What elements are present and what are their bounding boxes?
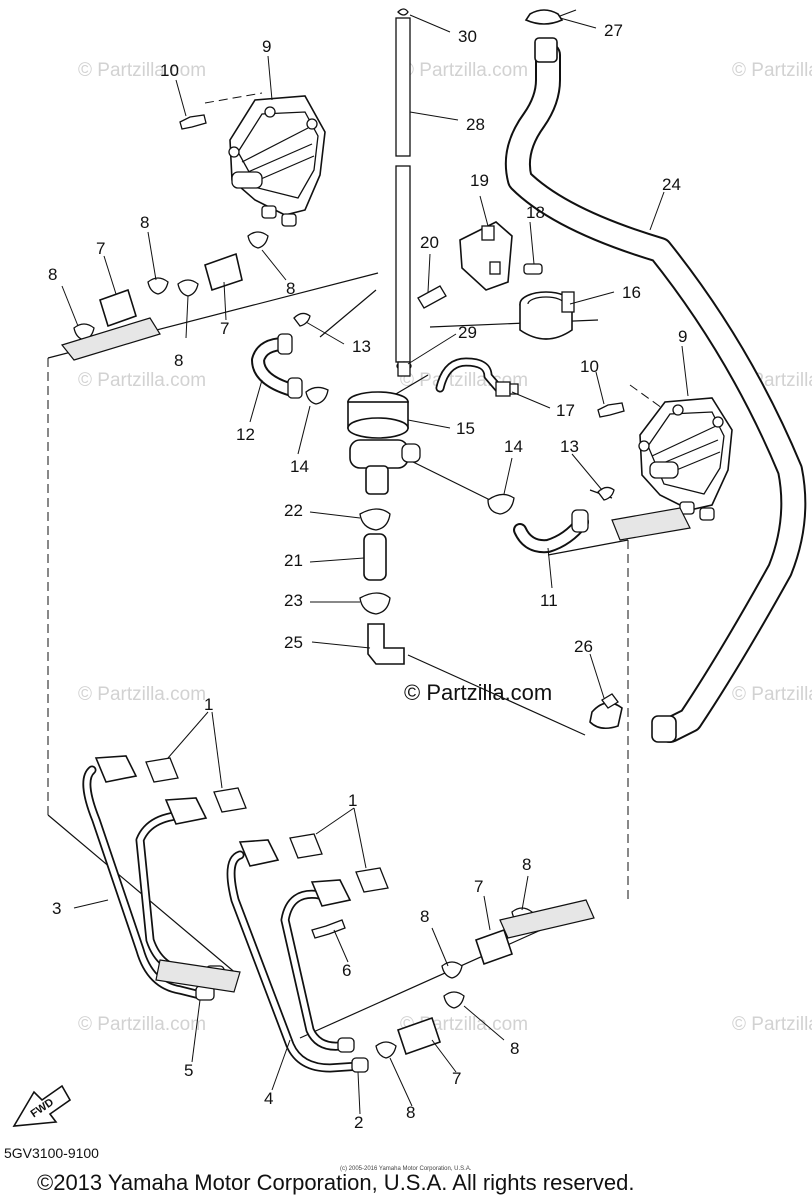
part-17-fitting (435, 357, 519, 397)
callout-8-f: 8 (420, 907, 429, 926)
callout-3: 3 (52, 899, 61, 918)
callout-1-a: 1 (204, 695, 213, 714)
watermarks: © Partzilla.com © Partzilla.com © Partzi… (78, 60, 812, 1035)
callout-8-e: 8 (522, 855, 531, 874)
callout-7-b: 7 (220, 319, 229, 338)
watermark-text: © Partzilla.com (732, 684, 812, 705)
part-11-hose (487, 486, 615, 554)
part-19-bracket (417, 221, 575, 340)
callout-13-a: 13 (352, 337, 371, 356)
callout-7-d: 7 (452, 1069, 461, 1088)
callout-numbers: 30 27 9 10 28 24 19 18 20 8 7 8 16 8 7 2… (48, 21, 687, 1132)
callout-9-top: 9 (262, 37, 271, 56)
parts-21-25-stack (359, 508, 405, 665)
assembly-guide-lines (47, 92, 663, 1039)
part-3-fuel-tube (82, 755, 241, 1001)
center-watermark: © Partzilla.com (404, 680, 552, 705)
part-4-fuel-tube (226, 839, 369, 1073)
watermark-text: © Partzilla.com (78, 684, 206, 705)
watermark-text: © Partzilla.com (78, 1014, 206, 1035)
fwd-arrow-icon: FWD (12, 1084, 72, 1127)
callout-29: 29 (458, 323, 477, 342)
callout-2: 2 (354, 1113, 363, 1132)
callout-8-b: 8 (48, 265, 57, 284)
callout-22: 22 (284, 501, 303, 520)
watermark-text: © Partzilla.com (400, 60, 528, 81)
callout-20: 20 (420, 233, 439, 252)
part-12-hose (251, 312, 329, 405)
part-15-regulator (347, 391, 421, 495)
callout-18: 18 (526, 203, 545, 222)
watermark-text: © Partzilla.com (732, 60, 812, 81)
leader-lines (61, 14, 689, 1115)
callout-11: 11 (540, 591, 558, 610)
callout-17: 17 (556, 401, 575, 420)
parts-7-8-lower-hoses (375, 899, 595, 1059)
callout-25: 25 (284, 633, 303, 652)
callout-19: 19 (470, 171, 489, 190)
part-28-long-tube (395, 8, 412, 377)
tiny-credit: (c) 2005-2016 Yamaha Motor Corporation, … (340, 1166, 472, 1172)
callout-30: 30 (458, 27, 477, 46)
callout-13-b: 13 (560, 437, 579, 456)
callout-8-g: 8 (510, 1039, 519, 1058)
callout-26: 26 (574, 637, 593, 656)
callout-9-right: 9 (678, 327, 687, 346)
copyright-text: ©2013 Yamaha Motor Corporation, U.S.A. A… (37, 1170, 634, 1195)
callout-28: 28 (466, 115, 485, 134)
callout-4: 4 (264, 1089, 273, 1108)
callout-8-c: 8 (286, 279, 295, 298)
callout-12: 12 (236, 425, 255, 444)
callout-1-b: 1 (348, 791, 357, 810)
diagram-code: 5GV3100-9100 (4, 1145, 99, 1161)
callout-14-b: 14 (504, 437, 523, 456)
callout-24: 24 (662, 175, 681, 194)
callout-27: 27 (604, 21, 623, 40)
callout-21: 21 (284, 551, 303, 570)
callout-14-a: 14 (290, 457, 309, 476)
callout-8-a: 8 (140, 213, 149, 232)
callout-8-h: 8 (406, 1103, 415, 1122)
part-24-return-hose (504, 9, 807, 743)
callout-16: 16 (622, 283, 641, 302)
callout-7-a: 7 (96, 239, 105, 258)
part-6-bolt (311, 919, 346, 939)
callout-10-right: 10 (580, 357, 599, 376)
callout-15: 15 (456, 419, 475, 438)
parts-7-8-upper-hoses (60, 231, 269, 361)
callout-23: 23 (284, 591, 303, 610)
part-26-clamp (589, 693, 623, 730)
callout-6: 6 (342, 961, 351, 980)
watermark-text: © Partzilla.com (78, 60, 206, 81)
callout-8-d: 8 (174, 351, 183, 370)
callout-10-top: 10 (160, 61, 179, 80)
part-9-fuel-pump-lower (597, 397, 733, 541)
part-1-gaskets (145, 757, 389, 893)
callout-7-c: 7 (474, 877, 483, 896)
watermark-text: © Partzilla.com (732, 1014, 812, 1035)
watermark-text: © Partzilla.com (78, 370, 206, 391)
callout-5: 5 (184, 1061, 193, 1080)
part-9-fuel-pump-upper (179, 95, 326, 227)
